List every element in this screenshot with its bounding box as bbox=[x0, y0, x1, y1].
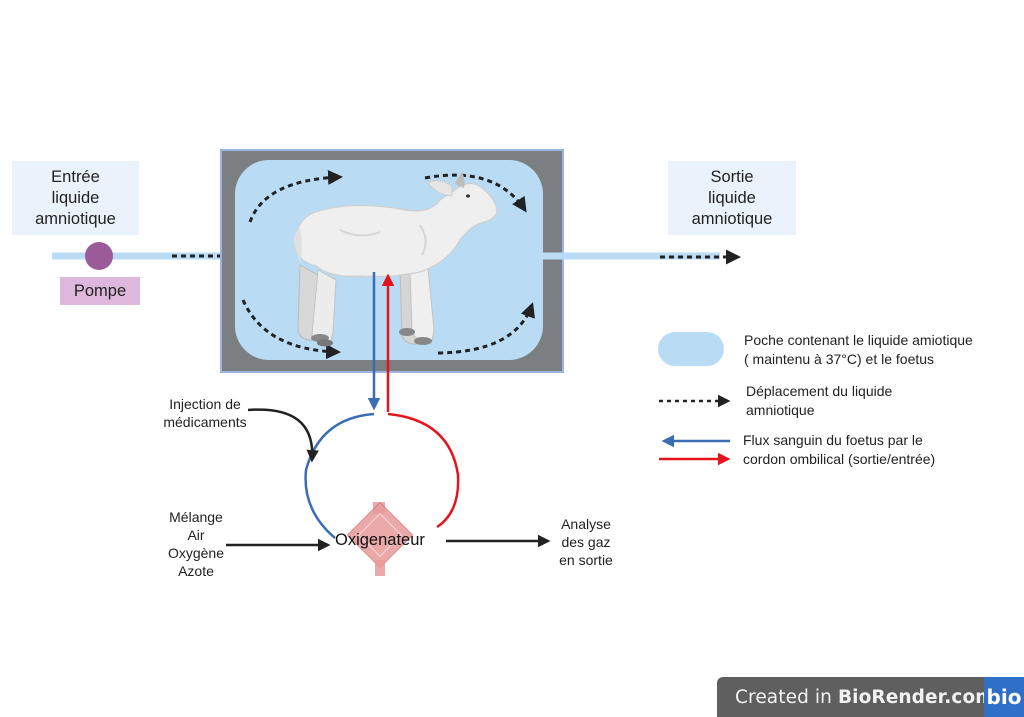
exit-label: Sortie liquide amniotique bbox=[668, 161, 796, 235]
injection-arrow bbox=[247, 408, 319, 463]
circuit-blue-arc bbox=[304, 412, 375, 539]
pump-icon bbox=[85, 242, 113, 270]
circulation-arrow-top-left bbox=[248, 169, 343, 223]
oxygenator-icon bbox=[346, 501, 414, 576]
legend-pouch-text: Poche contenant le liquide amiotique ( m… bbox=[744, 332, 973, 367]
circulation-arrow-top-right bbox=[424, 173, 527, 213]
biorender-logo-icon: bio bbox=[984, 677, 1024, 717]
legend-blood-text: Flux sanguin du foetus par le cordon omb… bbox=[743, 432, 936, 467]
circulation-arrow-bottom-right bbox=[437, 302, 535, 355]
oxygenator-label: Oxigenateur bbox=[335, 531, 425, 549]
entry-label: Entrée liquide amniotique bbox=[12, 161, 139, 235]
circuit-red-arc bbox=[387, 412, 460, 529]
legend-dotted-text: Déplacement du liquide amniotique bbox=[746, 383, 893, 418]
watermark-prefix: Created in bbox=[735, 686, 838, 708]
biorender-watermark[interactable]: Created in BioRender.com bio bbox=[717, 677, 1024, 717]
gas-mix-label: Mélange Air Oxygène Azote bbox=[167, 509, 225, 579]
watermark-brand: BioRender.com bbox=[837, 686, 995, 708]
gas-analysis-label: Analyse des gaz en sortie bbox=[559, 516, 613, 568]
pump-label: Pompe bbox=[60, 277, 140, 305]
injection-label: Injection de médicaments bbox=[163, 396, 247, 430]
circulation-arrow-bottom-left bbox=[241, 299, 341, 360]
legend-pouch-symbol bbox=[658, 332, 724, 366]
lamb-fetus-illustration bbox=[293, 172, 498, 347]
